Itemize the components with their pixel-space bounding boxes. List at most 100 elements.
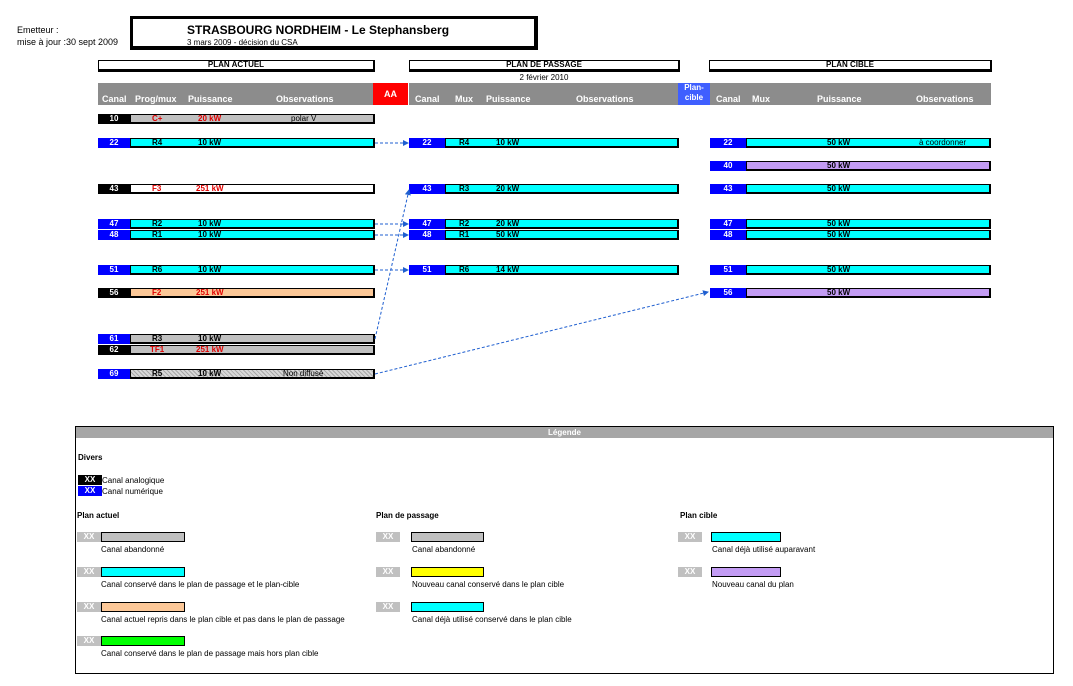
col-observations: Observations [576,94,634,104]
col-progmux: Prog/mux [135,94,177,104]
cible-row: 50 kW [746,161,991,171]
puissance: 50 kW [496,230,520,239]
plan-cible-heading: PLAN CIBLE [709,60,992,72]
mux: R2 [459,219,470,228]
legend-cible-title: Plan cible [680,511,718,520]
puissance: 50 kW [827,161,851,170]
legend-swatch-cyan [101,567,185,577]
canal-numeric: 22 [98,138,130,148]
actuel-row: F2 251 kW [130,288,375,298]
puissance: 10 kW [198,219,222,228]
aa-header: AA [373,83,408,105]
observation: à coordonner [919,138,967,147]
canal-analog: 10 [98,114,130,124]
cible-row: 50 kW [746,219,991,229]
actuel-row: R6 10 kW [130,265,375,275]
page-title: STRASBOURG NORDHEIM - Le Stephansberg [187,23,450,37]
canal-numeric: 22 [710,138,746,148]
legend-code: XX [77,532,101,542]
legend-swatch-grey [411,532,484,542]
legend-actuel-item: Canal conservé dans le plan de passage e… [101,580,300,589]
mux: R3 [459,184,470,193]
canal-numeric: 51 [710,265,746,275]
canal-numeric: 43 [710,184,746,194]
actuel-row: R5 10 kW Non diffusé [130,369,375,379]
col-observations: Observations [276,94,334,104]
legend-passage-item: Canal abandonné [412,545,476,554]
legend-code: XX [678,567,702,577]
canal-numeric: 47 [98,219,130,229]
col-observations: Observations [916,94,974,104]
plan-cible-col-line1: Plan- [684,83,704,92]
legend-swatch-grey [101,532,185,542]
legend-swatch-cyan [711,532,781,542]
cible-row: 50 kW [746,230,991,240]
canal-numeric: 43 [409,184,445,194]
cible-row: 50 kW [746,265,991,275]
canal-numeric: 48 [409,230,445,240]
mux: R1 [152,230,163,239]
legend-code: XX [77,567,101,577]
canal-numeric: 47 [409,219,445,229]
mux: TF1 [150,345,165,354]
puissance: 50 kW [827,138,851,147]
col-puissance: Puissance [486,94,531,104]
puissance: 10 kW [198,138,222,147]
actuel-row: R3 10 kW [130,334,375,344]
puissance: 50 kW [827,219,851,228]
puissance: 10 kW [198,334,222,343]
col-puissance: Puissance [188,94,233,104]
legend-actuel-title: Plan actuel [77,511,120,520]
actuel-column-header: Canal Prog/mux Puissance Observations [98,83,375,105]
legend-swatch-yellow [411,567,484,577]
cible-row: 50 kW à coordonner [746,138,991,148]
actuel-row: F3 251 kW [130,184,375,194]
emetteur-label: Emetteur : [17,25,59,35]
legend-code: XX [77,636,101,646]
puissance: 10 kW [496,138,520,147]
canal-analog: 62 [98,345,130,355]
legend-passage-item: Nouveau canal conservé dans le plan cibl… [412,580,565,589]
canal-numeric: 51 [409,265,445,275]
mux: R6 [152,265,163,274]
passage-row: R4 10 kW [445,138,679,148]
legend-code: XX [376,602,400,612]
passage-row: R1 50 kW [445,230,679,240]
mux: R4 [459,138,470,147]
legend: Légende Divers XX Canal analogique XX Ca… [75,426,1054,674]
legend-code: XX [376,567,400,577]
puissance: 20 kW [496,219,520,228]
legend-code: XX [78,486,102,496]
puissance: 10 kW [198,265,222,274]
puissance: 251 kW [196,288,224,297]
legend-swatch-cyan [411,602,484,612]
plan-cible-col-line2: cible [684,93,704,102]
puissance: 251 kW [196,184,224,193]
mux: R3 [152,334,163,343]
legend-code: XX [678,532,702,542]
plan-passage-heading: PLAN DE PASSAGE [409,60,680,72]
canal-numeric: 40 [710,161,746,171]
col-canal: Canal [415,94,440,104]
legend-swatch-peach [101,602,185,612]
passage-column-header: Canal Mux Puissance Observations [409,83,679,105]
canal-numeric: 51 [98,265,130,275]
puissance: 10 kW [198,369,222,378]
observation: Non diffusé [283,369,324,378]
actuel-row: R1 10 kW [130,230,375,240]
page-subtitle: 3 mars 2009 - décision du CSA [187,38,298,47]
canal-numeric: 48 [98,230,130,240]
actuel-row: R2 10 kW [130,219,375,229]
canal-numeric: 56 [710,288,746,298]
puissance: 50 kW [827,288,851,297]
actuel-row: R4 10 kW [130,138,375,148]
mux: R6 [459,265,470,274]
mux: F2 [152,288,162,297]
legend-cible-item: Nouveau canal du plan [712,580,794,589]
puissance: 50 kW [827,230,851,239]
cible-row: 50 kW [746,184,991,194]
canal-numeric: 22 [409,138,445,148]
legend-passage-title: Plan de passage [376,511,439,520]
canal-analog: 43 [98,184,130,194]
col-puissance: Puissance [817,94,862,104]
